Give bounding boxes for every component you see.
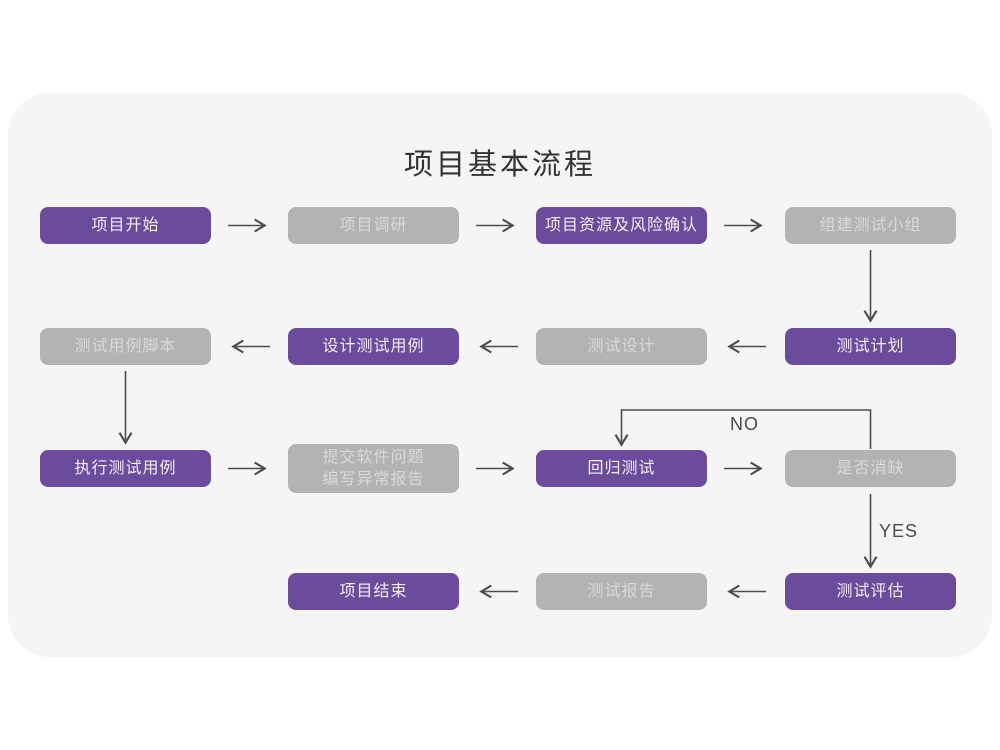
node-test-design: 测试设计 <box>536 328 707 365</box>
node-design-test-cases: 设计测试用例 <box>288 328 459 365</box>
yes-branch-label: YES <box>879 521 919 541</box>
node-test-plan: 测试计划 <box>785 328 956 365</box>
node-project-research: 项目调研 <box>288 207 459 244</box>
node-resource-risk-confirm: 项目资源及风险确认 <box>536 207 707 244</box>
arrow-no-loop <box>614 409 872 449</box>
node-execute-test-cases: 执行测试用例 <box>40 450 211 487</box>
node-test-case-script: 测试用例脚本 <box>40 328 211 365</box>
node-build-test-team: 组建测试小组 <box>785 207 956 244</box>
flowchart-card <box>8 93 992 657</box>
node-test-evaluation: 测试评估 <box>785 573 956 610</box>
no-branch-label: NO <box>730 414 759 434</box>
node-submit-issues-report: 提交软件问题 编写异常报告 <box>288 444 459 493</box>
node-regression-test: 回归测试 <box>536 450 707 487</box>
node-project-start: 项目开始 <box>40 207 211 244</box>
diagram-title: 项目基本流程 <box>403 149 596 181</box>
node-test-report: 测试报告 <box>536 573 707 610</box>
node-project-end: 项目结束 <box>288 573 459 610</box>
node-defect-cleared: 是否消缺 <box>785 450 956 487</box>
